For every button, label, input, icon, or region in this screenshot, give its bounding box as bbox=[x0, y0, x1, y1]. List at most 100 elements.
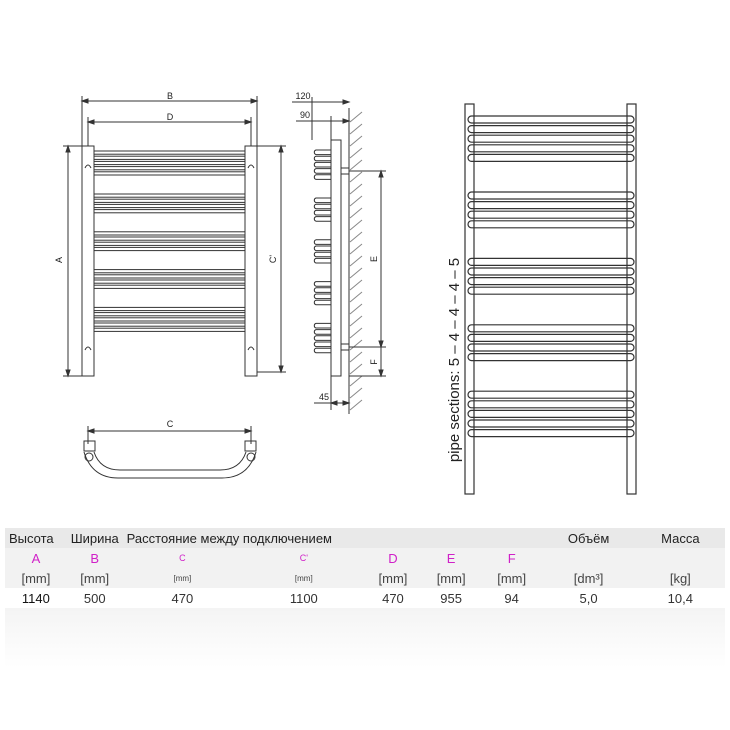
section-tube bbox=[467, 191, 635, 200]
left-inlet bbox=[84, 452, 94, 462]
section-tube bbox=[467, 134, 635, 143]
hatch-line bbox=[349, 183, 363, 195]
side-tube-stub bbox=[313, 209, 331, 216]
hatch-line bbox=[349, 303, 363, 315]
dim-label-a: A bbox=[54, 257, 64, 263]
section-tube bbox=[467, 124, 635, 134]
letter-a: A bbox=[5, 548, 67, 568]
letter-b: B bbox=[66, 548, 123, 568]
hatch-line bbox=[349, 111, 363, 123]
sections-view bbox=[464, 103, 637, 495]
section-tube bbox=[467, 267, 635, 276]
side-tube-stub bbox=[313, 149, 331, 156]
left-collector bbox=[81, 145, 95, 377]
front-tube bbox=[93, 166, 246, 171]
front-tube bbox=[93, 203, 246, 209]
hatch-line bbox=[349, 327, 363, 339]
side-tube-stub bbox=[313, 155, 331, 162]
side-tube-stub bbox=[313, 168, 331, 174]
front-tubes bbox=[93, 150, 246, 332]
side-tube-stub bbox=[313, 203, 331, 210]
value-e: 955 bbox=[420, 588, 482, 608]
side-tube-stub bbox=[313, 257, 331, 264]
unit-volume: [dm³] bbox=[541, 568, 636, 588]
unit-a: [mm] bbox=[5, 568, 67, 588]
hatch-line bbox=[349, 243, 363, 255]
side-tube-stub bbox=[313, 174, 331, 180]
hatch-line bbox=[349, 279, 363, 291]
pipe-sections-label: pipe sections: 5 – 4 – 4 – 4 – 5 bbox=[446, 258, 463, 462]
side-tube-stub bbox=[313, 329, 331, 335]
dim-label-d: D bbox=[167, 112, 174, 122]
hatch-line bbox=[349, 123, 363, 135]
dim-label-b: B bbox=[167, 91, 173, 101]
hatch-line bbox=[349, 399, 363, 411]
header-height: Высота bbox=[5, 528, 67, 548]
top-view-rail-inner bbox=[93, 451, 247, 471]
top-view-rail-outer bbox=[83, 451, 257, 479]
side-view bbox=[292, 97, 386, 414]
side-tube-stub bbox=[313, 322, 331, 329]
hatch-line bbox=[349, 363, 363, 375]
front-tube bbox=[93, 274, 246, 279]
value-b: 500 bbox=[66, 588, 123, 608]
hatch-line bbox=[349, 267, 363, 279]
spec-letter-row: A B C C' D E F bbox=[5, 548, 725, 568]
section-tube bbox=[467, 286, 635, 295]
hatch-line bbox=[349, 351, 363, 363]
spec-table: Высота Ширина Расстояние между подключен… bbox=[5, 528, 725, 608]
side-tube-stub bbox=[313, 239, 331, 245]
top-wall-bracket bbox=[340, 167, 350, 175]
side-tube-stub bbox=[313, 347, 331, 354]
hatch-line bbox=[349, 291, 363, 303]
spec-unit-row: [mm] [mm] [mm] [mm] [mm] [mm] [mm] [dm³]… bbox=[5, 568, 725, 588]
section-tube bbox=[467, 343, 635, 352]
table-footer-shade bbox=[5, 608, 725, 668]
hatch-line bbox=[349, 147, 363, 159]
front-tube bbox=[93, 155, 246, 160]
section-tubes bbox=[467, 115, 635, 438]
front-tube bbox=[93, 241, 246, 246]
letter-f: F bbox=[481, 548, 542, 568]
side-tube-stub bbox=[313, 287, 331, 293]
sections-left-collector bbox=[464, 103, 475, 495]
section-tube bbox=[467, 153, 635, 162]
unit-mass: [kg] bbox=[635, 568, 725, 588]
section-tube bbox=[467, 429, 635, 438]
front-tube bbox=[93, 269, 246, 274]
section-tube bbox=[467, 144, 635, 153]
section-tube bbox=[467, 277, 635, 286]
sections-right-collector bbox=[626, 103, 637, 495]
right-collector bbox=[244, 145, 258, 377]
hatch-line bbox=[349, 339, 363, 351]
front-tube bbox=[93, 198, 246, 203]
bottom-wall-bracket bbox=[340, 343, 350, 351]
section-tube bbox=[467, 257, 635, 266]
hatch-line bbox=[349, 231, 363, 243]
hatch-line bbox=[349, 219, 363, 231]
dim-label-45: 45 bbox=[319, 392, 329, 402]
section-tube bbox=[467, 210, 635, 219]
header-width: Ширина bbox=[66, 528, 123, 548]
value-f: 94 bbox=[481, 588, 542, 608]
section-tube bbox=[467, 201, 635, 210]
dim-label-f: F bbox=[369, 359, 379, 365]
section-tube bbox=[467, 324, 635, 333]
side-tube-stub bbox=[313, 335, 331, 341]
hatch-line bbox=[349, 255, 363, 267]
side-tube-stub bbox=[313, 293, 331, 300]
top-view bbox=[83, 426, 257, 479]
section-tube bbox=[467, 419, 635, 428]
front-tube bbox=[93, 246, 246, 252]
unit-c-prime: [mm] bbox=[242, 568, 366, 588]
front-tube bbox=[93, 193, 246, 198]
front-tube bbox=[93, 231, 246, 236]
front-tube bbox=[93, 279, 246, 284]
right-inlet bbox=[246, 452, 256, 462]
hatch-line bbox=[349, 207, 363, 219]
letter-c-prime: C' bbox=[242, 548, 366, 568]
front-tube bbox=[93, 150, 246, 155]
front-tube bbox=[93, 160, 246, 166]
hatch-line bbox=[349, 387, 363, 399]
side-tube-stub bbox=[313, 161, 331, 168]
